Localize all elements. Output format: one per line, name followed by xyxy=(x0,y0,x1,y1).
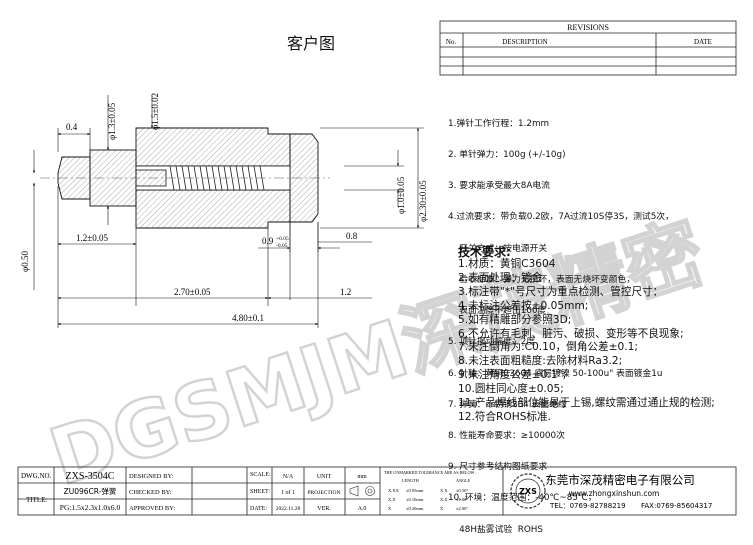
tech-requirement-item: 9.未注角度公差±0.1°; xyxy=(458,369,567,382)
tol-cell: ±0.10mm xyxy=(406,497,424,502)
drawing-title: 客户图 xyxy=(287,34,336,53)
tech-requirements-list: 1.材质：黄铜C3604 2.表面处理：镀金 3.标注带"*"号尺寸为重点检测、… xyxy=(458,258,715,425)
spec-note-line: 6. 针轴：黄铜C3604 底层镀镍 50-100u" 表面镀金1u xyxy=(448,368,663,379)
tolerance-title: THE UNMARKED TOLERANCE ARE AS BELOW : xyxy=(384,470,477,475)
dim-phi-1-3: φ1.3±0.05 xyxy=(107,102,117,140)
part-section-view xyxy=(40,127,330,229)
title-label: TITLE: xyxy=(26,496,47,504)
revisions-col-description: DESCRIPTION xyxy=(502,38,548,46)
tech-requirement-item: 4.未标注公差按±0.05mm; xyxy=(458,299,589,312)
title-line-1: ZU096CR-弹簧 xyxy=(64,486,117,496)
tol-cell: ±1.00° xyxy=(456,497,468,502)
spec-note-line: 3. 要求能承受最大8A电流 xyxy=(448,181,550,192)
dim-0-9: 0.9 xyxy=(262,236,274,246)
dimension-lines xyxy=(32,95,424,328)
spec-note-line: 5. 顶针摆动幅度：2度 xyxy=(448,337,536,348)
dim-0-4: 0.4 xyxy=(66,122,78,132)
spec-note-line: 48H盐雾试验 ROHS xyxy=(448,524,544,535)
approved-by-label: APPROVED BY: xyxy=(129,505,175,512)
spec-note-line: 2. 单针弹力：100g (+/-10g) xyxy=(448,150,566,161)
unit-label: UNIT xyxy=(317,474,332,480)
tolerance-length-header: LENGTH xyxy=(402,478,419,483)
dim-2-70: 2.70±0.05 xyxy=(174,287,211,297)
dim-1-2: 1.2 xyxy=(340,287,351,297)
spec-note-line: 表面温度不超出100度 xyxy=(448,306,547,317)
company-fax: FAX:0769-85604317 xyxy=(641,502,712,510)
spec-note-line: 7. 弹簧：不锈钢304 表面绝缘 xyxy=(448,399,567,410)
tol-cell: X.X xyxy=(440,497,448,502)
revisions-col-no: No. xyxy=(446,38,457,46)
dim-0-9-tol-upper: +0.05 xyxy=(276,236,289,242)
tol-cell: ±0.50° xyxy=(456,488,468,493)
spec-note-line: 10. 环境：温度范围：-40℃~85℃， xyxy=(448,493,597,504)
dim-1-2-tol: 1.2±0.05 xyxy=(76,233,108,243)
tol-cell: X.X xyxy=(388,497,396,502)
tolerance-angle-header: ANGLE xyxy=(456,478,471,483)
company-url: www.zhongxinshun.com xyxy=(569,489,660,498)
spec-notes: 1.弹针工作行程：1.2mm 2. 单针弹力：100g (+/-10g) 3. … xyxy=(448,98,674,545)
tech-requirement-item: 1.材质：黄铜C3604 xyxy=(458,258,556,270)
company-name: 东莞市深茂精密电子有限公司 xyxy=(545,473,695,487)
tech-requirement-item: 6.不允许有毛刺、脏污、破损、变形等不良现象; xyxy=(458,327,684,340)
dwg-no: ZXS-3504C xyxy=(66,471,115,482)
spec-note-line: 8. 性能寿命要求：≥10000次 xyxy=(448,431,565,441)
scale-label: SCALE: xyxy=(250,472,271,478)
ver-label: VER. xyxy=(317,506,331,512)
tech-requirement-item: 12.符合ROHS标准. xyxy=(458,410,551,423)
tol-cell: ±0.20mm xyxy=(406,506,424,511)
spec-note-line: 开关方式：按电源开关 xyxy=(448,243,548,254)
tech-requirement-item: 2.表面处理：镀金 xyxy=(458,271,543,284)
date-value: 2022.11.28 xyxy=(276,506,301,512)
spec-note-line: 4.过流要求：带负载0.2欧，7A过流10S停3S，测试5次， xyxy=(448,212,674,223)
spec-note-line: 验收标准：弹力无损坏，表面无烧坏变颜色， xyxy=(448,274,636,285)
dim-phi-1-5: φ1.5±0.02 xyxy=(150,93,160,130)
revisions-title: REVISIONS xyxy=(567,23,609,32)
dim-0-8: 0.8 xyxy=(346,231,358,241)
dim-phi-2-3: φ2.30±0.05 xyxy=(418,180,428,222)
tol-cell: X xyxy=(388,506,392,511)
unit-value: mm xyxy=(357,474,367,480)
tech-requirement-item: 5.如有精雕部分参照3D; xyxy=(458,313,572,326)
company-logo-icon: ZXS xyxy=(510,473,546,509)
designed-by-label: DESIGNED BY: xyxy=(129,473,174,480)
title-line-2: PG:1.5x2.3x1.0x6.0 xyxy=(60,503,121,512)
tol-cell: X.X xyxy=(440,488,448,493)
revisions-col-date: DATE xyxy=(694,38,712,46)
dim-phi-1-0: φ1.0±0.05 xyxy=(396,176,406,214)
tol-cell: X xyxy=(440,506,444,511)
spec-note-line: 9. 尺寸参考结构图纸要求 xyxy=(448,462,548,473)
dim-4-80: 4.80±0.1 xyxy=(232,313,264,323)
tech-requirement-item: 8.未注表面粗糙度:去除材料Ra3.2; xyxy=(458,355,623,368)
revisions-table xyxy=(439,20,737,76)
tolerance-rows: X.XX ±0.05mm X.X ±0.50° X.X ±0.10mm X.X … xyxy=(388,488,468,511)
tol-cell: ±0.05mm xyxy=(406,488,424,493)
projection-label: PROJECTION xyxy=(307,490,340,496)
ver-value: A.0 xyxy=(358,506,367,512)
company-tel: TEL：0769-82788219 xyxy=(549,502,626,510)
company-logo-text: ZXS xyxy=(519,487,537,496)
tech-requirement-item: 7.未注倒角为:C0.10，倒角公差±0.1; xyxy=(458,341,638,354)
tol-cell: X.XX xyxy=(388,488,400,493)
tech-requirement-item: 10.圆柱同心度±0.05; xyxy=(458,383,564,396)
tech-requirements-title: 技术要求: xyxy=(458,245,511,259)
tech-requirement-item: 3.标注带"*"号尺寸为重点检测、管控尺寸： xyxy=(458,285,664,298)
dim-0-9-tol-lower: -0.05 xyxy=(276,243,288,249)
drawing-sheet: DGSMJM深茂精密 REVISIONS No. DESCRIPTION DAT… xyxy=(17,20,737,535)
title-block-frame xyxy=(17,466,737,516)
dwg-no-label: DWG.NO. xyxy=(21,472,52,480)
dim-phi-0-5: φ0.50 xyxy=(20,251,30,272)
date-label: DATE: xyxy=(250,506,267,512)
tech-requirement-item: 11.产品焊线部位能易于上锡,螺纹需通过通止规的检测; xyxy=(458,397,715,410)
tol-cell: ±2.00° xyxy=(456,506,468,511)
spec-note-line: 1.弹针工作行程：1.2mm xyxy=(448,118,550,129)
scale-value: N/A xyxy=(283,474,294,480)
checked-by-label: CHECKED BY: xyxy=(129,489,172,496)
projection-symbol-icon xyxy=(349,485,375,497)
sheet-label: SHEET: xyxy=(250,489,270,495)
technical-drawing: DGSMJM深茂精密 REVISIONS No. DESCRIPTION DAT… xyxy=(17,20,737,516)
sheet-value: 1 of 1 xyxy=(281,489,295,496)
